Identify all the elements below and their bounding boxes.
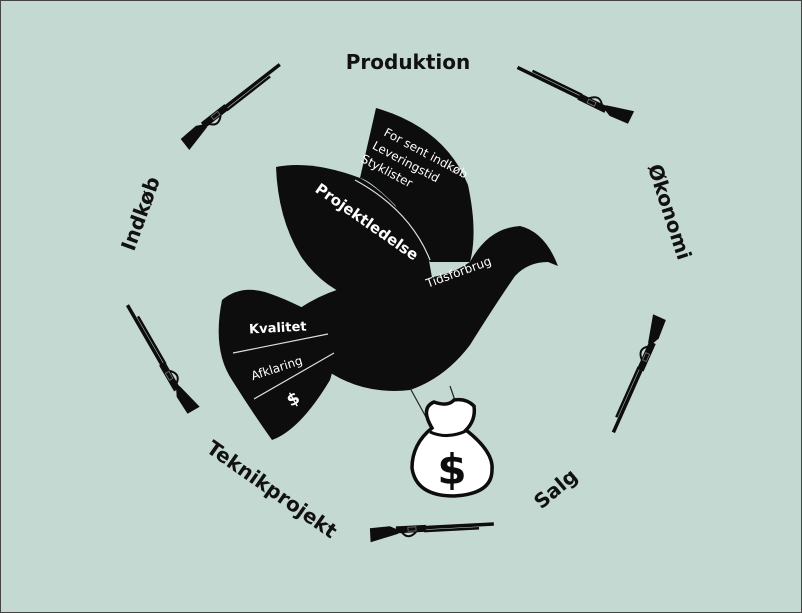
bag-dollar-symbol: $ <box>437 445 466 494</box>
money-bag-icon: $ <box>410 397 494 498</box>
label-produktion: Produktion <box>346 50 471 74</box>
dove-silhouette <box>218 108 558 440</box>
label-kvalitet: Kvalitet <box>249 320 307 338</box>
feather-lines <box>232 179 431 400</box>
